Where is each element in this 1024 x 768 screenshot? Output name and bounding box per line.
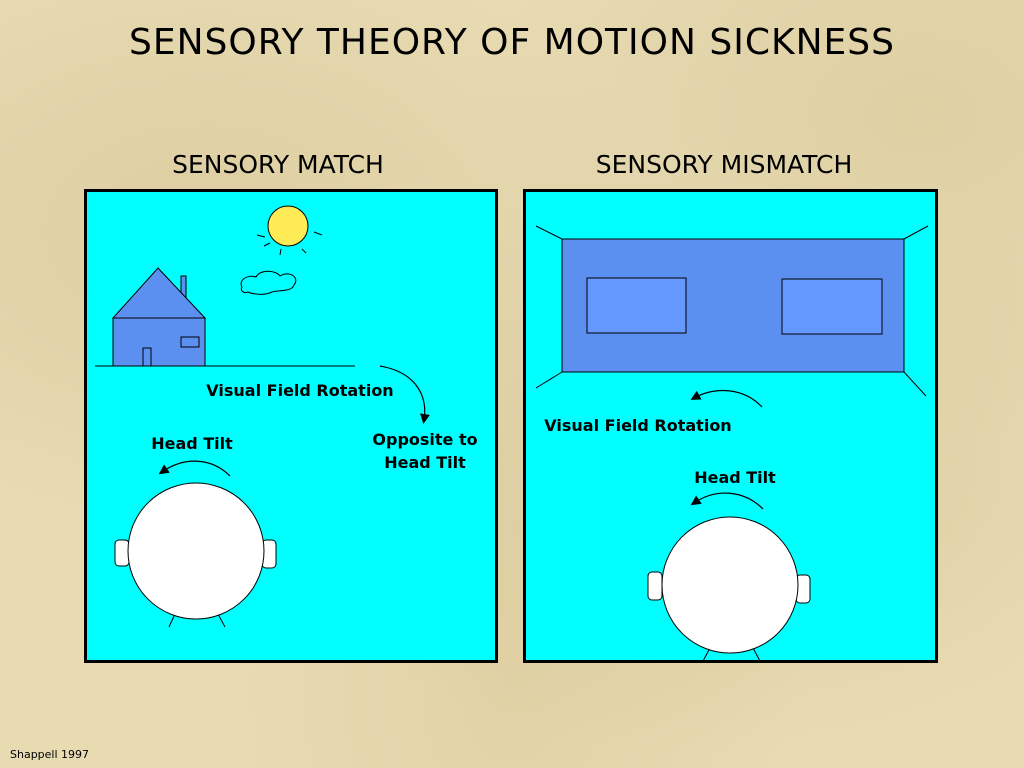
right-panel-heading: SENSORY MISMATCH	[595, 150, 853, 179]
right-head-tilt-label: Head Tilt	[694, 468, 776, 487]
room-window-right	[781, 278, 883, 335]
cloud-icon	[240, 270, 297, 295]
room-illustration	[535, 225, 929, 397]
head-tilt-arrow-left	[158, 460, 231, 477]
visual-field-arrow-right	[690, 389, 763, 408]
head-tilt-arrow-right	[690, 492, 764, 510]
left-head-tilt-label: Head Tilt	[151, 434, 233, 453]
sun-icon	[256, 205, 323, 256]
left-opposite-label-line1: Opposite to	[372, 430, 478, 449]
right-visual-field-label: Visual Field Rotation	[544, 416, 732, 435]
room-window-left	[586, 277, 687, 334]
credit-text: Shappell 1997	[10, 748, 90, 761]
page-title: SENSORY THEORY OF MOTION SICKNESS	[129, 22, 895, 63]
head-icon-right	[647, 516, 811, 662]
house-icon	[111, 267, 207, 367]
left-visual-field-label: Visual Field Rotation	[206, 381, 394, 400]
visual-field-arrow	[379, 365, 430, 424]
left-panel-heading: SENSORY MATCH	[172, 150, 384, 179]
left-opposite-label-line2: Head Tilt	[384, 453, 466, 472]
head-icon-left	[114, 482, 277, 628]
